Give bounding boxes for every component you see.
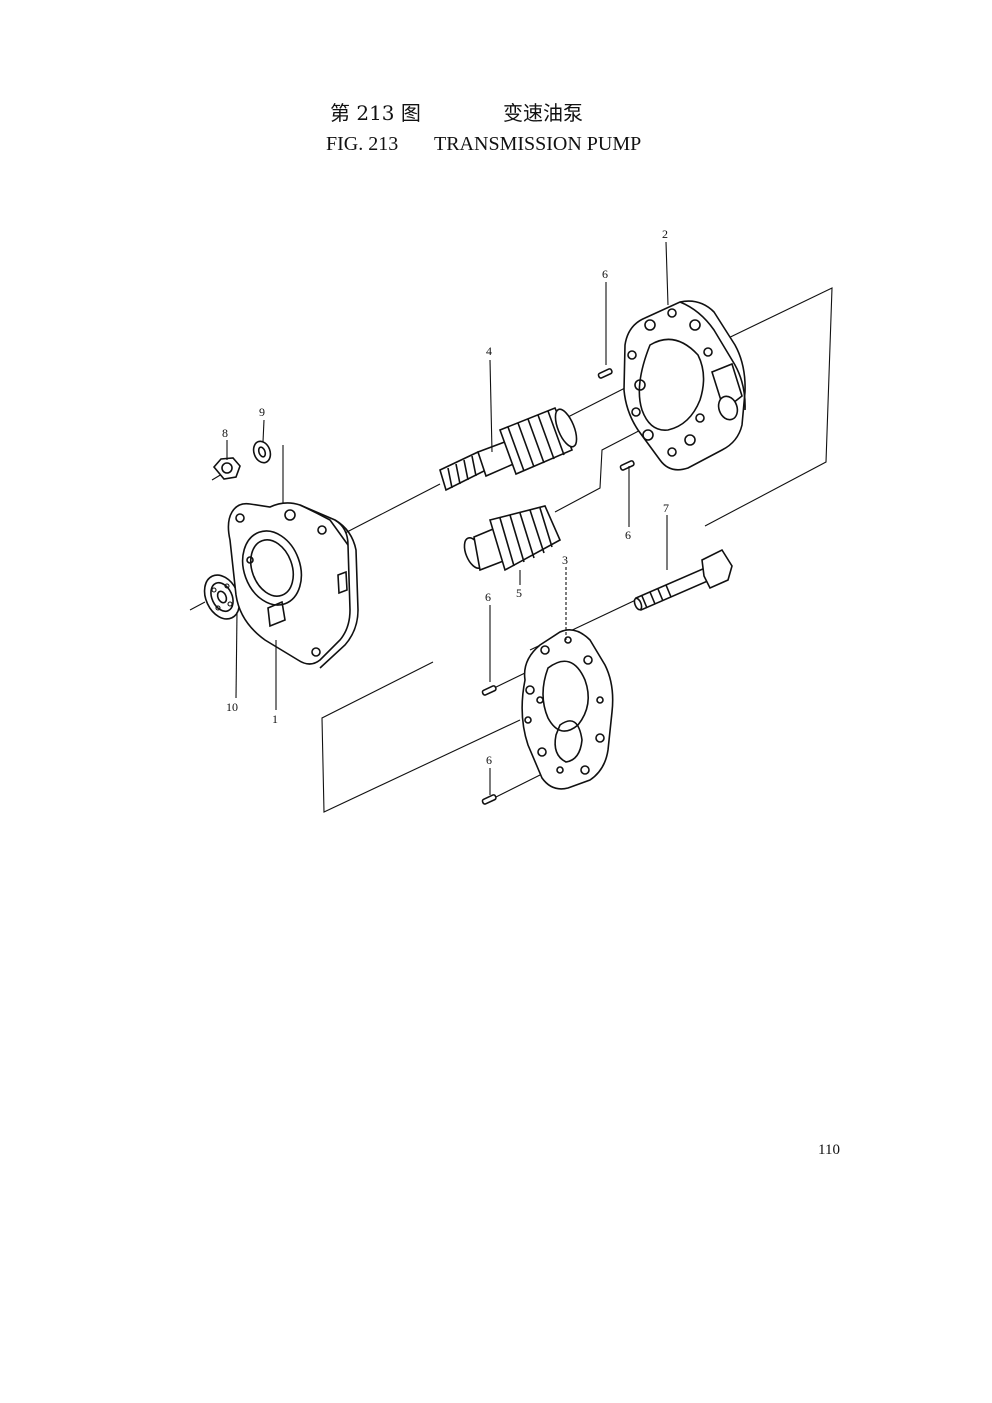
callout-6-bottom: 6 [486, 753, 492, 767]
bolt-part-7 [633, 548, 733, 612]
callout-5: 5 [516, 586, 522, 600]
drive-gear-shaft-part-4 [439, 406, 578, 492]
page-number: 110 [818, 1142, 840, 1158]
leader-lines [226, 241, 669, 795]
figure-number-en: FIG. 213 [326, 133, 399, 155]
callout-10: 10 [226, 700, 238, 714]
callout-3: 3 [562, 553, 568, 567]
driven-gear-part-5 [463, 505, 562, 572]
callout-4: 4 [486, 344, 492, 358]
gear-housing-part-2 [623, 300, 746, 471]
callout-6-lower: 6 [485, 590, 491, 604]
callout-2: 2 [662, 227, 668, 241]
dowel-pins-part-6 [481, 368, 635, 805]
figure-name-cn: 变速油泵 [503, 101, 583, 125]
callout-7: 7 [663, 501, 669, 515]
pump-body-part-1 [227, 502, 359, 669]
figure-name-en: TRANSMISSION PUMP [434, 133, 642, 155]
figure-number-cn: 第 213 图 [330, 101, 421, 125]
callout-6-middle: 6 [625, 528, 631, 542]
callout-9: 9 [259, 405, 265, 419]
callout-8: 8 [222, 426, 228, 440]
nut-part-8 [212, 457, 241, 480]
plate-part-3 [521, 629, 614, 790]
callout-numbers: 2 6 4 9 8 7 6 3 5 6 10 1 6 [222, 227, 669, 767]
washer-part-9 [252, 440, 272, 464]
callout-6-top: 6 [602, 267, 608, 281]
figure-title-english: FIG. 213 TRANSMISSION PUMP [0, 133, 992, 163]
callout-1: 1 [272, 712, 278, 726]
figure-title-chinese: 第 213 图 变速油泵 [0, 97, 992, 127]
